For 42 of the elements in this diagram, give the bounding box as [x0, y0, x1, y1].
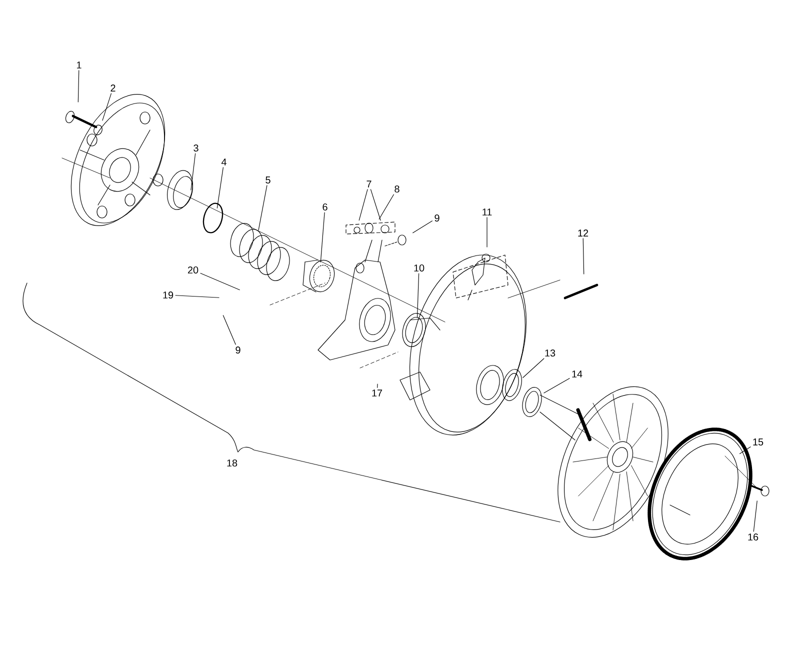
leader-line	[216, 167, 224, 208]
leader-line	[522, 358, 544, 378]
leader-line	[222, 315, 236, 345]
leader-line	[190, 153, 196, 190]
leader-line	[358, 189, 368, 221]
callout-number: 7	[366, 180, 372, 188]
callout-number: 18	[227, 460, 238, 467]
leader-line	[258, 185, 268, 230]
leader-line	[544, 378, 570, 394]
callout-number: 11	[482, 208, 492, 216]
callout-number: 17	[372, 390, 382, 396]
callout-number: 15	[753, 438, 764, 446]
callout-number: 20	[188, 266, 198, 274]
leader-line	[78, 70, 80, 102]
callout-number: 9	[434, 214, 440, 222]
leader-line	[378, 194, 394, 220]
leader-line	[412, 220, 433, 234]
leader-line	[370, 189, 381, 221]
callout-number: 9	[236, 346, 240, 354]
callout-number: 13	[545, 350, 556, 357]
callout-number: 8	[394, 186, 400, 193]
callout-number: 3	[194, 144, 198, 152]
callout-number: 16	[748, 534, 758, 541]
leader-line	[416, 273, 420, 318]
leader-line	[377, 384, 378, 388]
callout-number: 5	[266, 176, 270, 184]
callout-number: 12	[578, 230, 588, 236]
leader-line	[200, 272, 240, 290]
callout-number: 19	[163, 292, 174, 299]
leader-line	[486, 217, 488, 248]
callout-number: 1	[77, 62, 82, 68]
leader-line	[175, 295, 220, 298]
leader-line	[753, 500, 758, 532]
leader-line	[582, 238, 584, 274]
leader-line	[739, 446, 751, 454]
callout-number: 10	[414, 264, 424, 272]
callout-number: 14	[572, 370, 582, 378]
callout-number: 2	[110, 84, 116, 92]
callout-number: 4	[221, 158, 226, 166]
leader-line	[320, 212, 325, 262]
leader-line	[102, 93, 112, 121]
callout-number: 6	[322, 204, 328, 211]
